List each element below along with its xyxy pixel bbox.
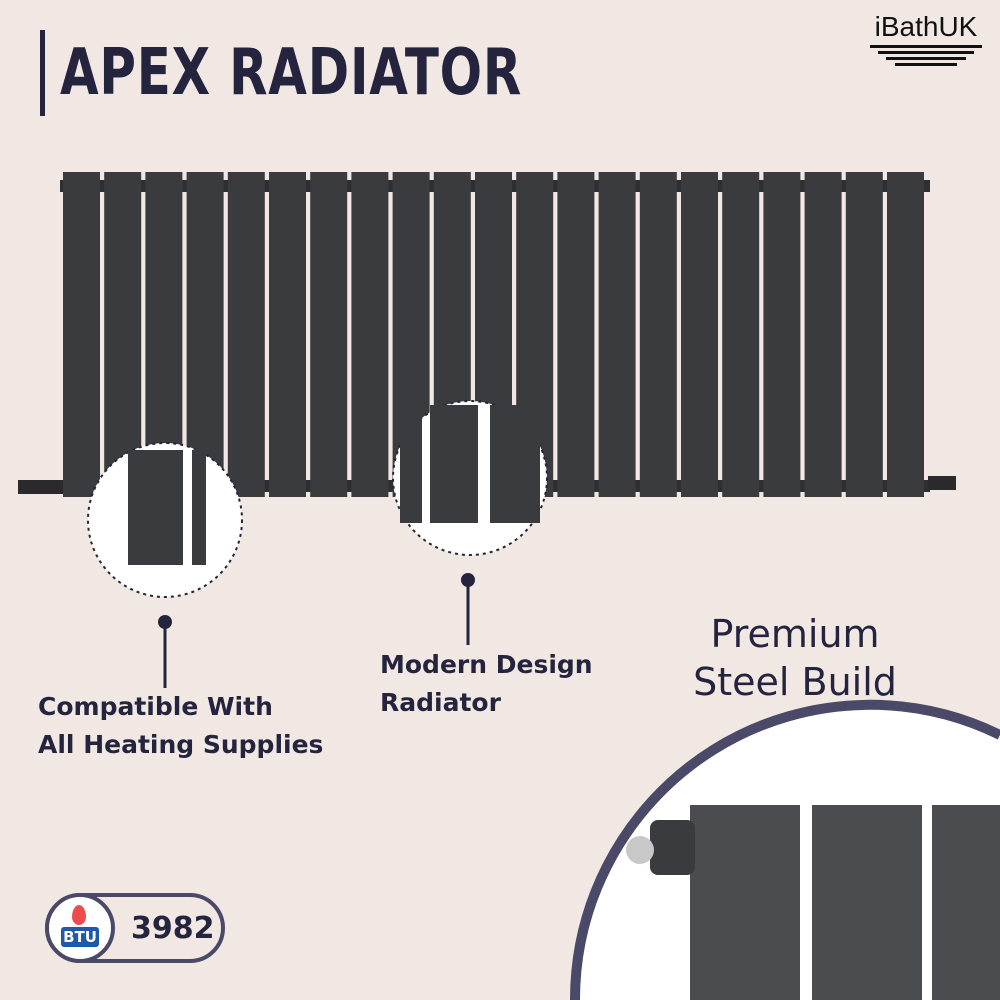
btu-flame-icon: BTU bbox=[45, 893, 115, 963]
valve-right bbox=[928, 476, 956, 490]
radiator-panel bbox=[845, 172, 883, 497]
pointer-dot bbox=[461, 573, 475, 587]
valve-left bbox=[18, 480, 63, 494]
radiator-panel bbox=[722, 172, 760, 497]
radiator-panel bbox=[186, 172, 224, 497]
page-title: APEX RADIATOR bbox=[60, 36, 523, 110]
pointer-dot bbox=[158, 615, 172, 629]
radiator-panel bbox=[310, 172, 348, 497]
btu-rating: BTU 3982 bbox=[45, 893, 225, 963]
radiator-panel bbox=[227, 172, 265, 497]
radiator-panel bbox=[598, 172, 636, 497]
radiator-panel bbox=[104, 172, 142, 497]
radiator-panel bbox=[681, 172, 718, 497]
brand-name: iBathUK bbox=[874, 11, 978, 42]
radiator-panel bbox=[763, 172, 801, 497]
radiator-panel bbox=[63, 172, 100, 497]
btu-value: 3982 bbox=[131, 911, 215, 946]
title-accent-bar bbox=[40, 30, 45, 116]
radiator-panel bbox=[639, 172, 677, 497]
brand-logo: iBathUK bbox=[866, 12, 986, 66]
radiator-panel bbox=[269, 172, 306, 497]
radiator-panel bbox=[351, 172, 389, 497]
radiator-panel bbox=[557, 172, 595, 497]
radiator-panel bbox=[804, 172, 842, 497]
radiator-panel bbox=[887, 172, 924, 497]
